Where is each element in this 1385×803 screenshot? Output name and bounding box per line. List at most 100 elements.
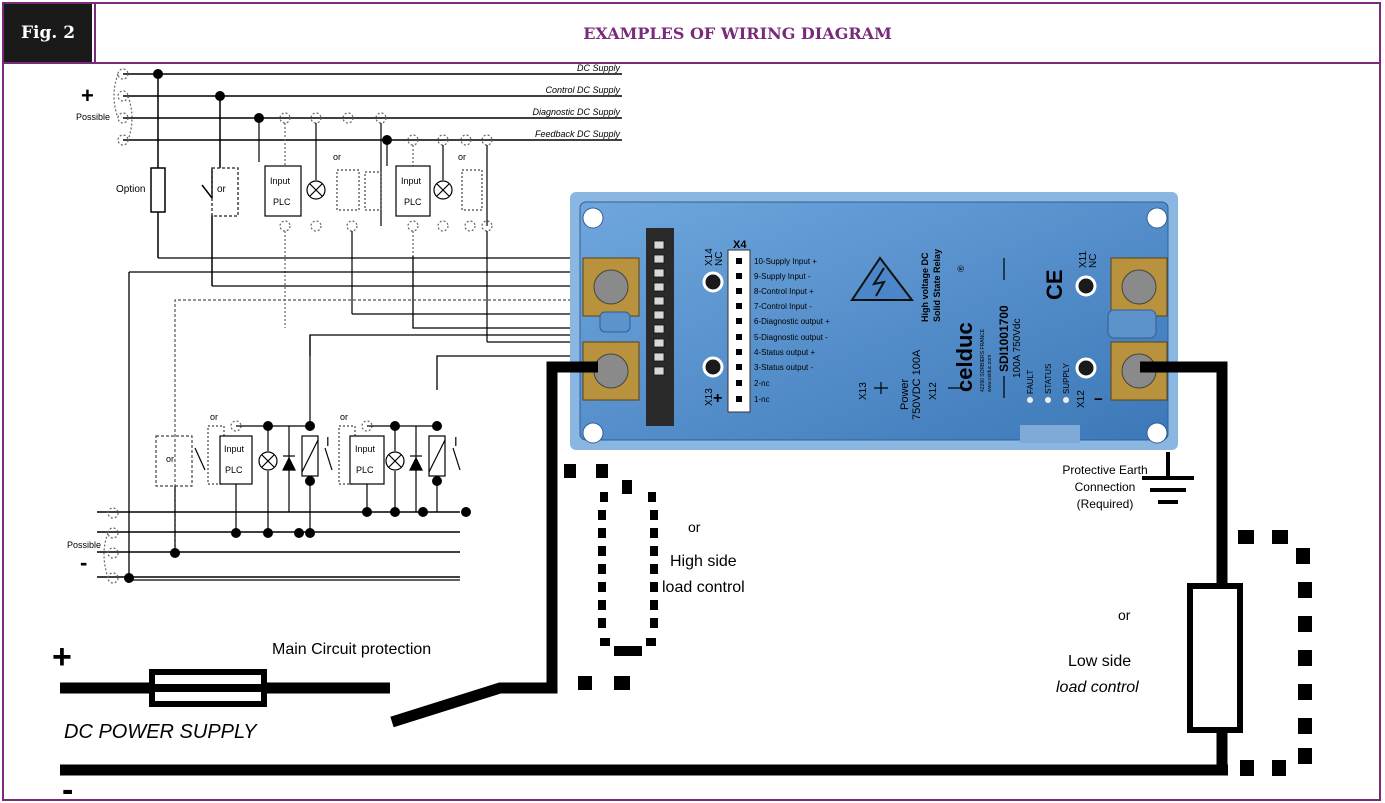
x13-plus: + bbox=[713, 390, 722, 407]
bus-label-control-dc-supply: Control DC Supply bbox=[545, 85, 620, 95]
top-bus-plus: + bbox=[81, 83, 94, 108]
ce-mark: CE bbox=[1042, 269, 1067, 300]
upper-input-label-2: Input bbox=[401, 176, 422, 186]
relay-dc-symbol bbox=[874, 382, 962, 394]
pin-label-1: 1-nc bbox=[754, 395, 770, 404]
relay-brand-address-1: 42290 SORBIERS FRANCE bbox=[980, 328, 986, 392]
control-switch bbox=[201, 96, 239, 286]
lower-bus bbox=[97, 511, 460, 578]
high-side-line-1: High side bbox=[670, 553, 737, 570]
protective-earth-symbol bbox=[1142, 452, 1194, 504]
figure-title: EXAMPLES OF WIRING DIAGRAM bbox=[94, 4, 1379, 62]
lower-input-label-2: Input bbox=[355, 444, 376, 454]
lower-or-label-1: or bbox=[166, 454, 174, 464]
x12-minus: − bbox=[1094, 391, 1103, 408]
relay-x12-small: X12 bbox=[928, 382, 939, 400]
led-label-supply: SUPPLY bbox=[1062, 362, 1071, 394]
relay-module bbox=[570, 192, 1178, 450]
dotted-wire bbox=[174, 299, 640, 552]
upper-plc-group-2 bbox=[386, 134, 493, 342]
figure-header: Fig. 2 EXAMPLES OF WIRING DIAGRAM bbox=[4, 4, 1379, 64]
lower-bus-minus: - bbox=[80, 550, 87, 575]
lower-relay-mark-2: I bbox=[454, 434, 458, 449]
upper-plc-label-2: PLC bbox=[404, 197, 422, 207]
x12-label: X12 bbox=[1076, 390, 1087, 408]
top-bus bbox=[123, 73, 622, 141]
high-side-alternative-path bbox=[564, 464, 658, 690]
x14-label: X14 bbox=[704, 248, 715, 266]
pin-label-10: 10-Supply Input + bbox=[754, 257, 817, 266]
bus-label-dc-supply: DC Supply bbox=[577, 63, 621, 73]
protective-earth-line-2: Connection bbox=[1075, 480, 1136, 494]
pin-label-4: 4-Status output + bbox=[754, 348, 815, 357]
relay-rating: 100A 750Vdc bbox=[1012, 319, 1023, 379]
dc-power-minus: - bbox=[62, 771, 73, 803]
control-or-label: or bbox=[217, 184, 227, 195]
lower-or-label-2: or bbox=[210, 412, 218, 422]
pin-label-7: 7-Control Input - bbox=[754, 302, 812, 311]
low-side-alternative-path bbox=[1238, 530, 1312, 776]
low-side-line-1: Low side bbox=[1068, 653, 1131, 670]
top-bus-dotted-terminals bbox=[113, 68, 133, 146]
lower-bus-possible: Possible bbox=[67, 540, 101, 550]
lower-input-label-1: Input bbox=[224, 444, 245, 454]
relay-brand: celduc bbox=[952, 322, 977, 392]
pin-label-9: 9-Supply Input - bbox=[754, 272, 811, 281]
upper-plc-group-1 bbox=[258, 112, 387, 328]
low-side-line-2: load control bbox=[1056, 679, 1139, 696]
lower-relay-mark-1: I bbox=[326, 434, 330, 449]
upper-plc-label-1: PLC bbox=[273, 197, 291, 207]
protective-earth-line-1: Protective Earth bbox=[1062, 463, 1147, 477]
lower-plc-groups bbox=[155, 335, 461, 553]
power-wiring bbox=[60, 361, 1228, 776]
led-label-fault: FAULT bbox=[1026, 370, 1035, 394]
top-bus-possible: Possible bbox=[76, 112, 110, 122]
option-fuse bbox=[150, 74, 166, 258]
upper-or-label-2: or bbox=[458, 152, 466, 162]
main-fuse bbox=[149, 669, 267, 707]
protective-earth-line-3: (Required) bbox=[1077, 497, 1134, 511]
dc-power-supply-label: DC POWER SUPPLY bbox=[64, 721, 258, 743]
upper-or-label-1: or bbox=[333, 152, 341, 162]
top-bus-junctions bbox=[153, 69, 392, 145]
relay-power-rating: 750VDC 100A bbox=[911, 349, 923, 420]
relay-x13-small: X13 bbox=[858, 382, 869, 400]
low-side-or: or bbox=[1118, 607, 1131, 623]
pin-label-5: 5-Diagnostic output - bbox=[754, 333, 828, 342]
pin-label-6: 6-Diagnostic output + bbox=[754, 317, 830, 326]
relay-brand-address-2: www.celduc.com bbox=[987, 355, 993, 392]
lower-bus-dotted-terminals bbox=[103, 507, 119, 584]
relay-product-line-2: Solid State Relay bbox=[932, 249, 942, 322]
lower-or-label-3: or bbox=[340, 412, 348, 422]
x13-label: X13 bbox=[704, 388, 715, 406]
low-side-load bbox=[1187, 583, 1243, 733]
relay-pin-labels: 10-Supply Input + 9-Supply Input - 8-Con… bbox=[754, 257, 830, 404]
relay-power-label: Power bbox=[899, 378, 911, 410]
pin-label-2: 2-nc bbox=[754, 379, 770, 388]
relay-registered: ® bbox=[956, 265, 966, 272]
lower-plc-label-2: PLC bbox=[356, 465, 374, 475]
option-label: Option bbox=[116, 184, 145, 195]
relay-product-line-1: High voltage DC bbox=[920, 252, 930, 322]
x14-nc-label: NC bbox=[714, 252, 725, 266]
upper-input-label-1: Input bbox=[270, 176, 291, 186]
x11-nc-label: NC bbox=[1088, 254, 1099, 268]
pin-label-3: 3-Status output - bbox=[754, 363, 813, 372]
relay-connector-label: X4 bbox=[733, 239, 747, 251]
bus-label-diagnostic-dc-supply: Diagnostic DC Supply bbox=[532, 107, 620, 117]
figure-number: Fig. 2 bbox=[4, 4, 92, 62]
lower-plc-label-1: PLC bbox=[225, 465, 243, 475]
high-side-line-2: load control bbox=[662, 579, 745, 596]
main-circuit-protection-label: Main Circuit protection bbox=[272, 641, 431, 658]
bus-label-feedback-dc-supply: Feedback DC Supply bbox=[535, 129, 621, 139]
relay-connector-pins bbox=[653, 240, 665, 376]
high-side-or: or bbox=[688, 519, 701, 535]
dc-power-plus: + bbox=[52, 638, 72, 676]
lower-bus-junctions bbox=[124, 421, 471, 583]
led-label-status: STATUS bbox=[1044, 364, 1053, 394]
x11-label: X11 bbox=[1078, 251, 1089, 268]
pin-label-8: 8-Control Input + bbox=[754, 287, 814, 296]
relay-pin-dots bbox=[736, 258, 742, 402]
